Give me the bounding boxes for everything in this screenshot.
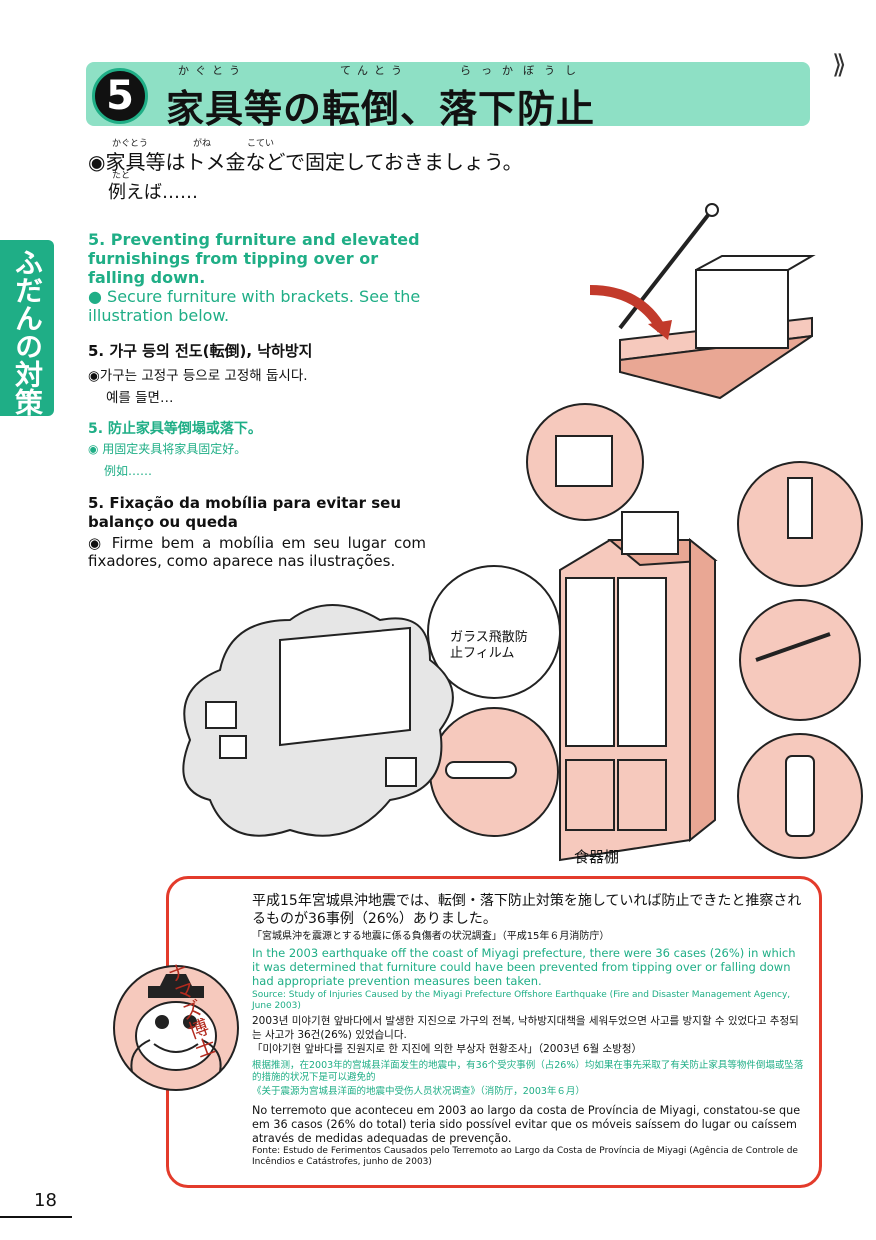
- earthquake-info-box: [166, 876, 822, 1188]
- info-jp-source: 「宮城県沖を震源とする地震に係る負傷者の状況調査」（平成15年６月消防庁）: [252, 931, 610, 942]
- title-banner: [86, 62, 810, 126]
- zh-body: ◉ 用固定夹具将家具固定好。: [88, 442, 247, 456]
- page-number-rule: [0, 1216, 72, 1218]
- info-zh-source: 《关于震源为宫城县洋面的地震中受伤人员状况调查》（消防厅，2003年６月）: [252, 1086, 585, 1097]
- film-label: ガラス飛散防止フィルム: [450, 630, 540, 662]
- furniture-illustration: [182, 203, 863, 862]
- ko-body: ◉가구는 고정구 등으로 고정해 둡시다.: [88, 368, 308, 384]
- ko-heading: 5. 가구 등의 전도(転倒), 낙하방지: [88, 342, 313, 360]
- fallen-furniture-illustration: [182, 604, 454, 837]
- detail-circle-bracket-1: [737, 461, 863, 587]
- title-ruby-2: てんとう: [340, 64, 408, 77]
- page-number: 18: [34, 1190, 57, 1211]
- jp-ruby-2: たと: [112, 171, 131, 181]
- jp-example: 例えば……: [108, 182, 198, 203]
- info-jp-main: 平成15年宮城県沖地震では、転倒・落下防止対策を施していれば防止できたと推察され…: [252, 893, 802, 927]
- side-tab: [0, 240, 54, 416]
- shelf-illustration: [589, 203, 816, 400]
- info-zh-main: 根据推测，在2003年的宫城县洋面发生的地震中，有36个受灾事例（占26%）均如…: [252, 1060, 804, 1083]
- detail-circle-bracket-3: [737, 733, 863, 859]
- info-pt-main: No terremoto que aconteceu em 2003 ao la…: [252, 1104, 801, 1145]
- info-ko-source: 「미야기현 앞바다를 진원지로 한 지진에 의한 부상자 현황조사」（2003년…: [252, 1043, 642, 1055]
- en-body: ● Secure furniture with brackets. See th…: [88, 287, 421, 325]
- cupboard-illustration: [559, 511, 718, 862]
- cupboard-label: 食器棚: [574, 848, 620, 866]
- info-pt-source: Fonte: Estudo de Ferimentos Causados pel…: [252, 1146, 798, 1167]
- jp-ruby-1: かぐとう がね こてい: [112, 139, 275, 149]
- zh-heading: 5. 防止家具等倒塌或落下。: [88, 421, 262, 437]
- info-ko-main: 2003년 미야기현 앞바다에서 발생한 지진으로 가구의 전복, 낙하방지대책…: [252, 1015, 799, 1041]
- en-heading: 5. Preventing furniture and elevated fur…: [88, 230, 420, 287]
- title-ruby-1: かぐとう: [178, 64, 246, 77]
- zh-body-2: 例如……: [104, 464, 153, 478]
- pt-heading: 5. Fixação da mobília para evitar seu ba…: [88, 494, 401, 531]
- section-number: 5: [92, 68, 148, 124]
- side-tab-label: ふだんの対策: [11, 248, 44, 416]
- jp-instruction: ◉家具等はトメ金などで固定しておきましょう。: [88, 150, 523, 174]
- catfish-mascot-icon: [113, 965, 239, 1091]
- ko-body-2: 예를 들면…: [106, 390, 174, 406]
- detail-circle-top: [526, 403, 644, 521]
- info-en-source: Source: Study of Injuries Caused by the …: [252, 990, 791, 1011]
- detail-circle-bracket-2: [739, 599, 861, 721]
- corner-mark: ⟫: [832, 50, 847, 80]
- pt-body: ◉ Firme bem a mobília em seu lugar com f…: [88, 534, 426, 570]
- title-ruby-3: らっかぼうし: [460, 64, 586, 77]
- info-en-main: In the 2003 earthquake off the coast of …: [252, 946, 796, 988]
- page-title: 家具等の転倒、落下防止: [166, 87, 596, 131]
- detail-circle-latch: [429, 707, 559, 837]
